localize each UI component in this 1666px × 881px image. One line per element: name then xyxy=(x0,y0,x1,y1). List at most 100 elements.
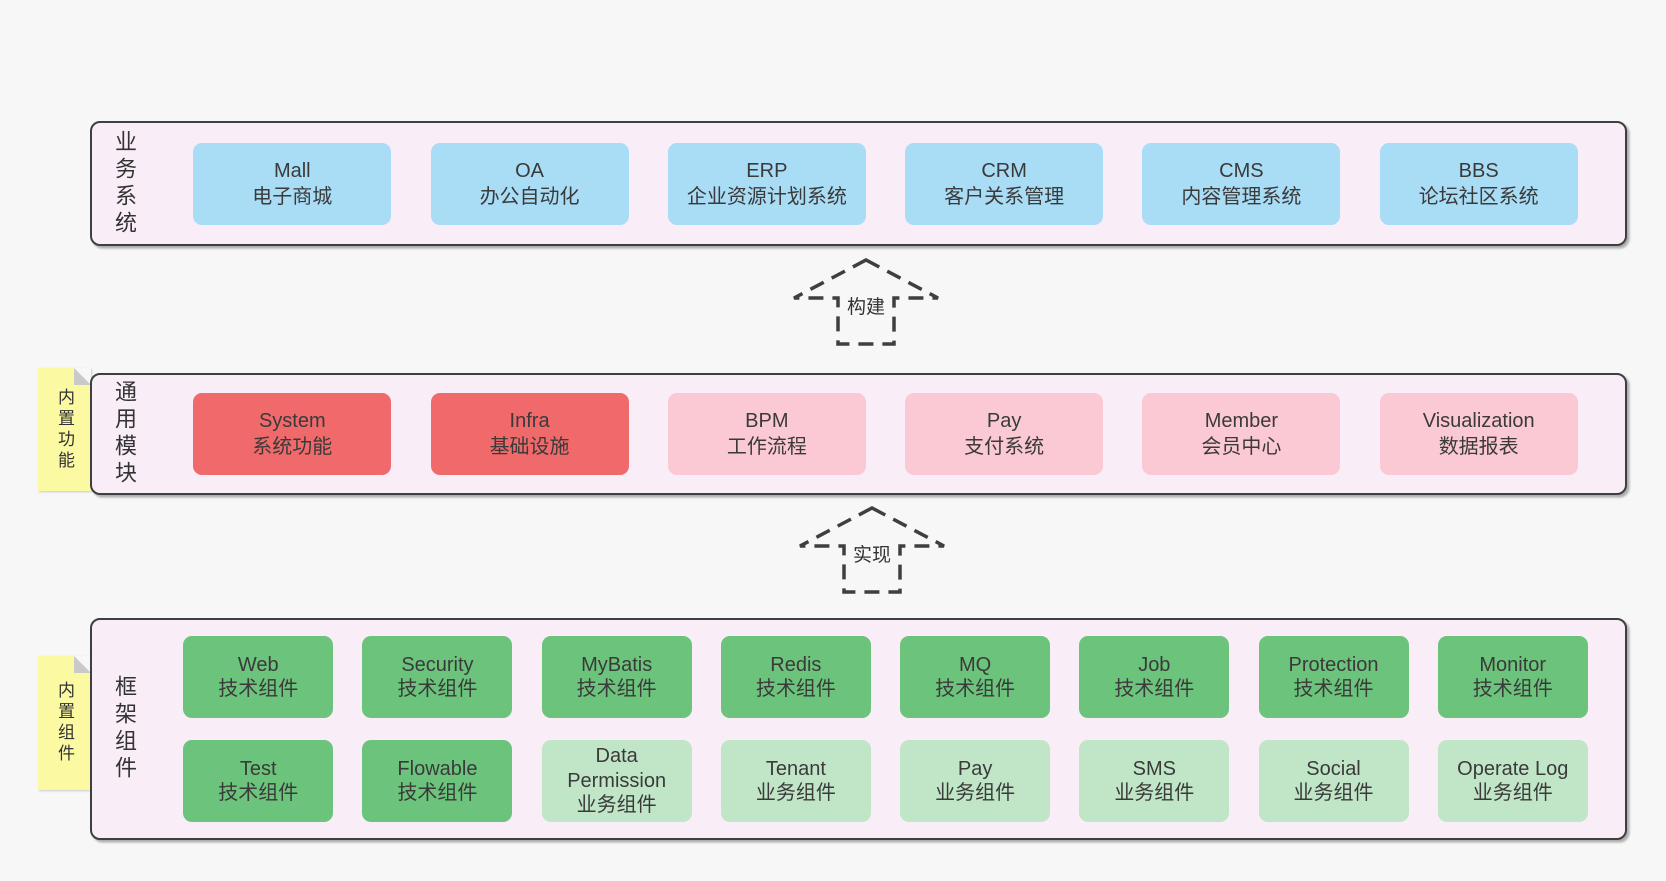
module-box-infra: Infra 基础设施 xyxy=(430,393,629,475)
sticky-note-built-in-components: 内置组件 xyxy=(38,656,91,790)
module-desc: 业务组件 xyxy=(1293,782,1374,804)
module-name: BBS xyxy=(1458,159,1499,182)
module-desc: 技术组件 xyxy=(576,678,657,700)
module-desc: 业务组件 xyxy=(1114,782,1195,804)
module-box-pay: Pay 支付系统 xyxy=(905,393,1104,475)
module-name: Infra xyxy=(509,410,550,432)
band-label-framework-components: 框架组件 xyxy=(112,675,137,783)
module-desc: 支付系统 xyxy=(964,436,1045,458)
module-desc: 内容管理系统 xyxy=(1181,185,1302,208)
module-name: Monitor xyxy=(1479,653,1547,676)
module-desc: 论坛社区系统 xyxy=(1418,185,1539,208)
module-name: MQ xyxy=(958,653,992,676)
module-desc: 技术组件 xyxy=(397,678,478,700)
module-name: Protection xyxy=(1288,653,1379,676)
module-name: Flowable xyxy=(397,757,478,780)
build-arrow-label: 构建 xyxy=(841,291,891,320)
implement-arrow-shape xyxy=(799,506,945,594)
sticky-note-built-in-features: 内置功能 xyxy=(38,368,91,491)
module-name: System xyxy=(258,410,326,432)
module-box-cms: CMS 内容管理系统 xyxy=(1142,142,1341,225)
module-name: Test xyxy=(239,757,277,780)
module-box-member: Member 会员中心 xyxy=(1142,393,1341,475)
module-name: ERP xyxy=(746,159,788,182)
module-desc: 技术组件 xyxy=(1472,678,1553,700)
module-desc: 技术组件 xyxy=(1293,678,1374,700)
module-name: Pay xyxy=(986,410,1022,432)
module-name: Pay xyxy=(957,757,993,780)
module-desc: 会员中心 xyxy=(1201,436,1282,458)
module-name: Member xyxy=(1204,410,1279,432)
module-desc: 电子商城 xyxy=(252,185,333,208)
sticky-note-label: 内置功能 xyxy=(55,387,74,472)
build-arrow: 构建 xyxy=(791,257,941,347)
module-name: Tenant xyxy=(765,757,826,780)
module-box-erp: ERP 企业资源计划系统 xyxy=(667,142,866,225)
module-desc: 业务组件 xyxy=(1472,782,1553,804)
band-label-common-modules: 通用模块 xyxy=(112,380,137,488)
business-systems-boxes: Mall 电子商城 OA 办公自动化 ERP 企业资源计划系统 CRM 客户关系管理 CMS 内容… xyxy=(146,142,1625,225)
module-desc: 业务组件 xyxy=(576,794,657,817)
module-desc: 技术组件 xyxy=(218,678,299,700)
module-name: Social xyxy=(1306,757,1361,780)
module-desc: 技术组件 xyxy=(935,678,1016,700)
module-name: Redis xyxy=(770,653,822,676)
module-name: Job xyxy=(1138,653,1171,676)
build-arrow-shape xyxy=(793,258,939,346)
module-box-bpm: BPM 工作流程 xyxy=(667,393,866,475)
implement-arrow: 实现 xyxy=(797,505,947,595)
module-name: CMS xyxy=(1219,159,1264,182)
module-desc: 基础设施 xyxy=(489,436,570,458)
module-desc: 办公自动化 xyxy=(479,185,580,208)
module-desc: 技术组件 xyxy=(397,782,478,804)
module-name: Mall xyxy=(273,159,311,182)
module-box-crm: CRM 客户关系管理 xyxy=(905,142,1104,225)
module-desc: 企业资源计划系统 xyxy=(686,185,847,208)
module-desc: 技术组件 xyxy=(218,782,299,804)
module-box-mall: Mall 电子商城 xyxy=(193,142,392,225)
module-name: Web xyxy=(237,653,279,676)
module-name: CRM xyxy=(981,159,1027,182)
module-name: Data Permission xyxy=(567,745,667,792)
band-label-business-systems: 业务系统 xyxy=(112,129,137,238)
sticky-note-label: 内置组件 xyxy=(55,681,74,765)
module-name: BPM xyxy=(745,410,789,432)
module-name: OA xyxy=(515,159,545,182)
module-desc: 业务组件 xyxy=(755,782,836,804)
module-name: Visualization xyxy=(1422,410,1535,432)
module-name: Operate Log xyxy=(1457,757,1569,780)
module-name: MyBatis xyxy=(581,653,653,676)
module-desc: 客户关系管理 xyxy=(944,185,1065,208)
module-desc: 业务组件 xyxy=(935,782,1016,804)
module-name: SMS xyxy=(1132,757,1176,780)
module-desc: 技术组件 xyxy=(755,678,836,700)
implement-arrow-label: 实现 xyxy=(847,539,897,568)
module-desc: 数据报表 xyxy=(1438,436,1519,458)
module-box-bbs: BBS 论坛社区系统 xyxy=(1379,142,1578,225)
module-desc: 工作流程 xyxy=(726,436,807,458)
module-box-oa: OA 办公自动化 xyxy=(430,142,629,225)
